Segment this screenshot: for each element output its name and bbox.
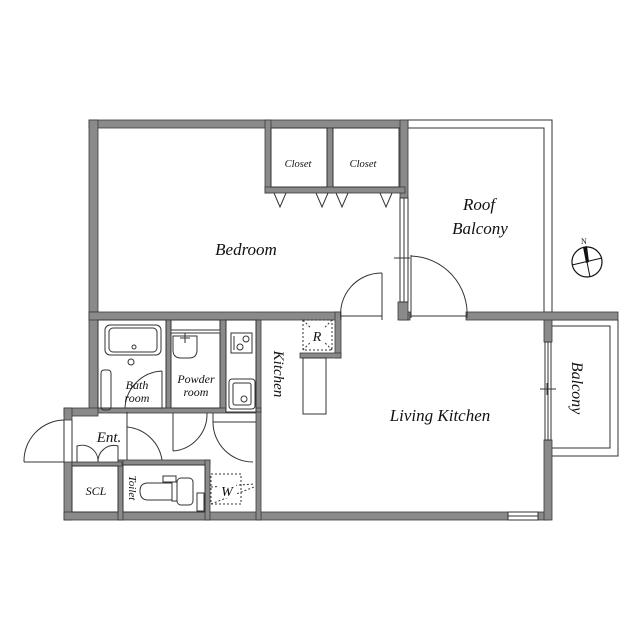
washer-space [210,473,255,505]
scl-storage [71,465,119,513]
walls [63,119,619,521]
refrigerator-space [302,319,333,351]
label-closet-2: Closet [350,159,378,170]
label-bedroom: Bedroom [215,240,277,259]
living-window [540,341,556,441]
label-bath-1: Bath [126,378,149,392]
north-label: N [581,237,587,246]
bedroom-door[interactable] [340,272,383,321]
label-roof-balcony-2: Balcony [452,219,508,238]
toilet-room [122,464,206,513]
entrance [23,412,256,463]
kitchen-island [302,357,327,415]
label-powder-2: room [184,385,209,399]
label-living-kitchen: Living Kitchen [389,406,491,425]
label-entrance: Ent. [96,430,122,446]
label-washer: W [221,485,234,500]
label-powder-1: Powder [176,372,215,386]
closet-2 [332,127,400,209]
bath-room [97,319,167,411]
label-bath-2: room [125,391,150,405]
label-closet-1: Closet [285,159,313,170]
roof-balcony-door[interactable] [410,255,468,319]
kitchen-counter [225,319,257,413]
label-balcony: Balcony [568,362,585,415]
label-toilet: Toilet [126,476,138,502]
label-roof-balcony-1: Roof [462,195,497,214]
roof-balcony-outline [405,119,553,312]
label-refrigerator: R [312,330,322,345]
label-scl: SCL [86,484,107,498]
label-kitchen: Kitchen [270,350,286,398]
north-arrow-icon: N [571,237,603,278]
bedroom-window [394,197,410,303]
powder-room [170,319,221,409]
closet-1 [270,127,329,209]
bottom-window [507,511,539,521]
